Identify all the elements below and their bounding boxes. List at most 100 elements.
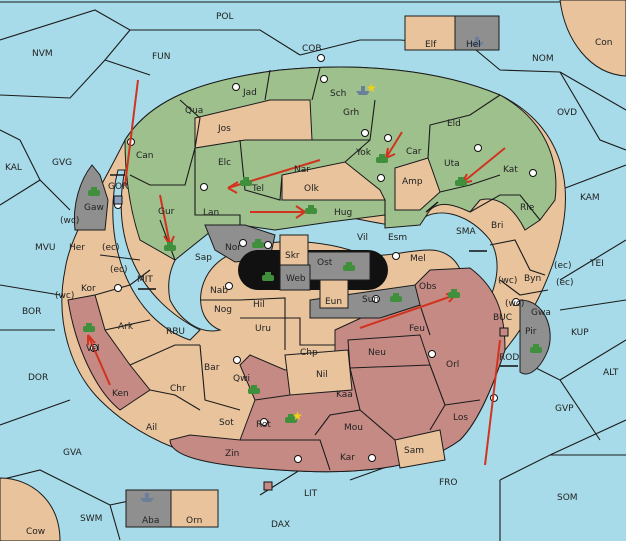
label-vel: Vel bbox=[86, 344, 100, 354]
labels: POL NVM FUN COB NOM Con OVD KAL GVG KAM … bbox=[5, 12, 619, 537]
label-buc: BUC bbox=[493, 313, 512, 323]
label-fro: FRO bbox=[439, 478, 458, 488]
army-icon bbox=[285, 414, 297, 423]
label-nom: NOM bbox=[532, 54, 554, 64]
label-chp: Chp bbox=[300, 348, 318, 358]
label-nog: Nog bbox=[214, 305, 232, 315]
label-chr: Chr bbox=[170, 384, 186, 394]
label-mvu: MVU bbox=[35, 243, 56, 253]
label-obs: Obs bbox=[419, 282, 437, 292]
label-kal: KAL bbox=[5, 163, 22, 173]
region-elf bbox=[404, 15, 456, 51]
tan-sam bbox=[394, 429, 446, 469]
province-borders bbox=[94, 67, 549, 471]
label-jos: Jos bbox=[217, 124, 231, 134]
label-can: Can bbox=[136, 151, 154, 161]
label-gwa: Gwa bbox=[531, 308, 551, 318]
label-kam: KAM bbox=[580, 193, 600, 203]
label-fun: FUN bbox=[152, 52, 171, 62]
label-ark: Ark bbox=[118, 322, 134, 332]
region-gaw bbox=[73, 164, 109, 231]
label-rbu: RBU bbox=[166, 327, 185, 337]
label-coast-6: (ec) bbox=[554, 261, 572, 271]
region-amp bbox=[394, 157, 441, 211]
label-sma: SMA bbox=[456, 227, 476, 237]
label-byn: Byn bbox=[524, 274, 541, 284]
label-uru: Uru bbox=[255, 324, 271, 334]
label-nvm: NVM bbox=[32, 49, 53, 59]
label-neu: Neu bbox=[368, 348, 386, 358]
label-lan: Lan bbox=[203, 208, 219, 218]
label-yok: Yok bbox=[355, 148, 372, 158]
label-car: Car bbox=[406, 147, 422, 157]
army-icon bbox=[448, 289, 460, 298]
region-pir bbox=[519, 299, 551, 375]
label-nil: Nil bbox=[316, 370, 328, 380]
label-nor: Nor bbox=[225, 243, 241, 253]
label-coast-8: (wc) bbox=[505, 299, 524, 309]
army-icon bbox=[376, 154, 388, 163]
label-her: Her bbox=[69, 243, 85, 253]
label-coast-5: (wc) bbox=[498, 276, 517, 286]
label-kup: KUP bbox=[571, 328, 589, 338]
label-rie: Rie bbox=[520, 203, 535, 213]
order-arrows bbox=[87, 79, 506, 466]
label-kaa: Kaa bbox=[336, 390, 353, 400]
label-los: Los bbox=[453, 413, 468, 423]
region-orn bbox=[170, 489, 219, 528]
label-coast-2: (ec) bbox=[102, 243, 120, 253]
label-gur: Gur bbox=[158, 207, 175, 217]
label-orn: Orn bbox=[186, 516, 202, 526]
label-hug: Hug bbox=[334, 208, 352, 218]
label-vil: Vil bbox=[357, 233, 368, 243]
label-nab: Nab bbox=[210, 286, 228, 296]
region-con bbox=[559, 0, 626, 77]
fleet-icon bbox=[470, 37, 484, 46]
label-sam: Sam bbox=[404, 446, 424, 456]
label-ovd: OVD bbox=[557, 108, 577, 118]
army-icon bbox=[88, 187, 100, 196]
tan-nil bbox=[284, 349, 353, 396]
label-amp: Amp bbox=[402, 177, 423, 187]
label-coast-7: (ec) bbox=[556, 278, 574, 288]
label-eld: Eld bbox=[447, 119, 461, 129]
label-skr: Skr bbox=[285, 251, 300, 261]
label-dax: DAX bbox=[271, 520, 290, 530]
fleet-icon bbox=[140, 493, 154, 502]
label-qua: Qua bbox=[185, 106, 203, 116]
label-coast-4: (ec) bbox=[110, 265, 128, 275]
army-icon bbox=[305, 205, 317, 214]
label-qwi: Qwi bbox=[233, 374, 250, 384]
label-uta: Uta bbox=[444, 159, 460, 169]
army-icon bbox=[83, 323, 95, 332]
units: ★ ★ bbox=[83, 37, 542, 502]
label-gvp: GVP bbox=[555, 404, 574, 414]
label-feu: Feu bbox=[409, 324, 425, 334]
label-mel: Mel bbox=[410, 254, 426, 264]
army-icon bbox=[164, 242, 176, 251]
army-icon bbox=[240, 177, 252, 186]
label-bor: BOR bbox=[22, 307, 41, 317]
label-lit: LIT bbox=[304, 489, 318, 499]
inner-lake-cut bbox=[112, 169, 201, 341]
label-jad: Jad bbox=[242, 88, 257, 98]
label-web: Web bbox=[286, 274, 306, 284]
label-grh: Grh bbox=[343, 108, 359, 118]
label-hil: Hil bbox=[253, 300, 265, 310]
army-icon bbox=[252, 239, 264, 248]
label-cow: Cow bbox=[26, 527, 45, 537]
tan-neu bbox=[347, 334, 431, 369]
square-marker bbox=[263, 481, 273, 491]
label-dor: DOR bbox=[28, 373, 48, 383]
label-mit: MIT bbox=[137, 275, 153, 285]
label-bar: Bar bbox=[204, 363, 220, 373]
label-coast-3: (wc) bbox=[55, 291, 74, 301]
label-bri: Bri bbox=[491, 221, 503, 231]
square-marker bbox=[113, 195, 123, 205]
label-ken: Ken bbox=[112, 389, 129, 399]
label-cob: COB bbox=[302, 44, 322, 54]
label-gaw: Gaw bbox=[84, 203, 104, 213]
label-ail: Ail bbox=[146, 423, 157, 433]
